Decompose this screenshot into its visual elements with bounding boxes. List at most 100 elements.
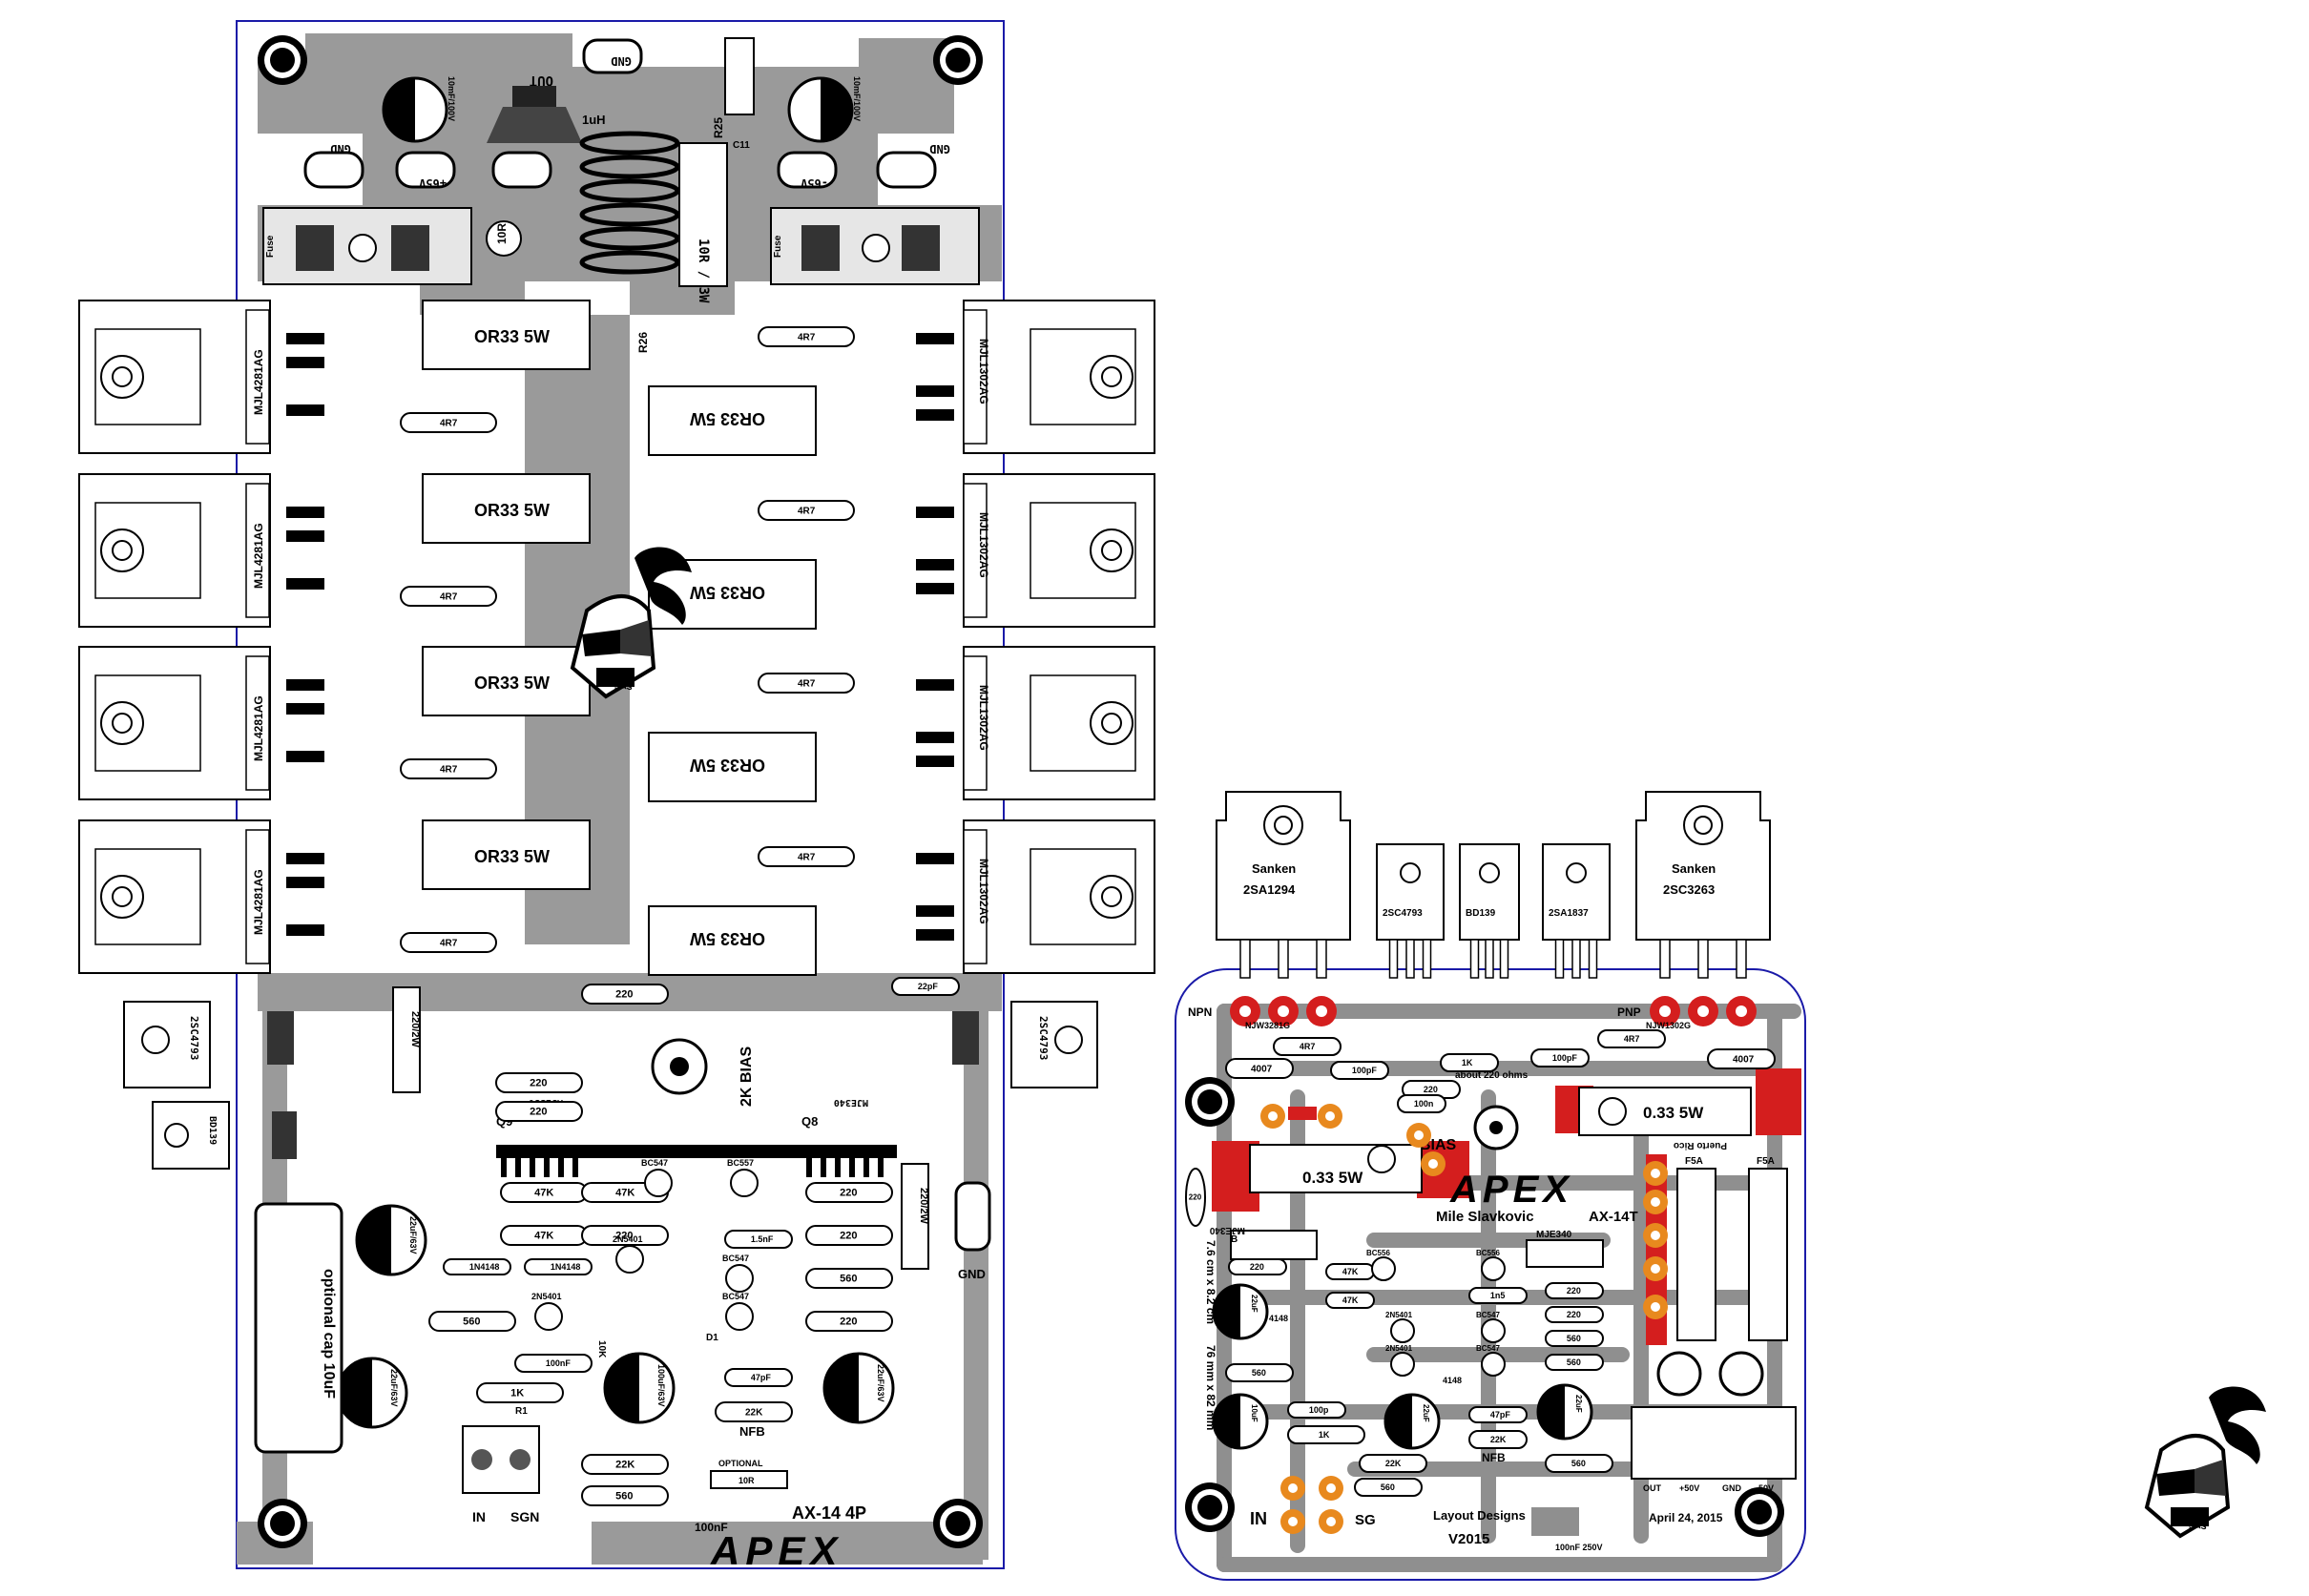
right-small-transistor: BC556 [1476,1249,1506,1281]
rs-1k-label: 1K [1462,1058,1473,1067]
right-small-components: 4R74R72201K100n100pF100pF4007400747K47K2… [1185,1021,1776,1497]
or33-resistor: OR33 5W [422,300,591,370]
rs-220-b: 220 [1545,1282,1604,1299]
right-electrolytic-label: 22uF [1250,1295,1259,1313]
bd139-transistor: BD139 [152,1101,297,1170]
small-transistor-label: BC547 [722,1254,749,1263]
rs-njw-a: NJW3281G [1245,1021,1290,1030]
b-label: B [1231,1234,1238,1245]
r1k: 1K [476,1382,564,1403]
rs-560-a: 560 [1225,1363,1294,1382]
r220-top: 220 [581,984,669,1005]
r47k-a: 47K [500,1182,588,1203]
rs-about: about 220 ohms [1455,1070,1529,1081]
r4r7-left-label: 4R7 [440,938,458,948]
right-small-transistor: 2N5401 [1385,1311,1415,1343]
small-transistor-label: 2N5401 [613,1234,643,1244]
driver-transistor-left: 2SC4793 [123,1001,294,1088]
rs-220-c: 220 [1545,1306,1604,1323]
gnd-tab-label: GND [958,1267,986,1281]
diode-2-label: 1N4148 [551,1262,581,1272]
right-board-cap-note: 100nF 250V [1555,1543,1603,1552]
sanken-2sa1294-part: 2SA1294 [1243,882,1296,897]
rs-4r7-a: 4R7 [1273,1037,1342,1056]
rs-4r7-a-label: 4R7 [1300,1042,1316,1051]
right-small-transistor-label: 2N5401 [1385,1344,1413,1353]
r4r7-right-label: 4R7 [798,852,816,862]
r220-2w-right-label: 220/2W [918,1188,929,1225]
rs-22k: 22K [1359,1454,1427,1473]
rs-47k-b-label: 47K [1342,1295,1359,1305]
rs-560-c: 560 [1545,1330,1604,1347]
r4r7-left: 4R7 [400,412,497,433]
f5a-right: F5A [1757,1156,1775,1167]
or33-label: OR33 5W [690,756,765,775]
r10k-label: 10K [596,1340,607,1358]
small-transistor: BC557 [727,1158,759,1197]
cap-47pf-label: 47pF [751,1373,772,1382]
power-transistor-pnp: MJL1302AG [916,473,1155,628]
conn-gnd-label: GND [1722,1483,1742,1493]
r1-label: R1 [515,1406,528,1417]
output-coil [579,131,680,275]
r220-top-label: 220 [615,989,633,1001]
r4r7-right: 4R7 [758,500,855,521]
npn-right: NPN [1188,1005,1212,1019]
small-transistor-label: 2N5401 [531,1292,562,1301]
electrolytic-label: 22uF/63V [389,1369,399,1407]
gnd-terminal-left: GND [330,142,351,155]
r220-q9b: 220 [495,1101,583,1122]
pnp-label: MJL1302AG [977,685,990,751]
puerto-rico-label: Puerto Rico [1674,1140,1727,1150]
right-electrolytic: 10uF [1212,1393,1269,1450]
d1-label: D1 [706,1333,718,1343]
fuse-label-left: Fuse [265,235,276,258]
minus65-terminal: -65V [801,176,828,190]
rs-560-d: 560 [1545,1354,1604,1371]
rs-22k-b: 22K [1468,1430,1528,1449]
electrolytic-label: 22uF/63V [408,1216,418,1254]
r560-b-label: 560 [463,1316,480,1328]
or33-resistor: OR33 5W [422,819,591,890]
rs-22k-b-label: 22K [1490,1435,1507,1444]
conn-p50v-label: +50V [1679,1483,1699,1493]
sgn-label: SGN [510,1509,539,1524]
r220-e: 220 [805,1311,893,1332]
r560-a-label: 560 [840,1274,857,1285]
npn-label: MJL4281AG [252,523,265,589]
pnp-right: PNP [1617,1005,1641,1019]
power-connector: OUT +50V GND -50V [1631,1406,1797,1493]
small-2sc4793-part: 2SC4793 [1383,908,1423,919]
r10r-label: 10R [495,223,509,244]
r220-e-label: 220 [840,1316,857,1328]
r220-2w-left: 220/2W [392,986,421,1093]
r560-c: 560 [581,1485,669,1506]
rs-220-b-label: 220 [1567,1286,1581,1295]
r220-d: 220 [805,1225,893,1246]
or33-label: OR33 5W [690,929,765,948]
or33-resistor-left: 0.33 5W [1249,1144,1423,1193]
r1k-label: 1K [510,1388,524,1399]
rs-560-b-label: 560 [1381,1482,1395,1492]
rs-1k: 1K [1440,1053,1499,1072]
right-in-label: IN [1250,1509,1267,1528]
cap-100nf: 100nF [514,1354,593,1373]
rs-100pf-label: 100pF [1352,1066,1378,1075]
input-terminal [462,1425,540,1494]
driver-left-label: 2SC4793 [188,1016,200,1060]
right-small-transistor-label: BC547 [1476,1311,1500,1319]
heatsink-bar [496,1145,897,1158]
or33-resistor-right: 0.33 5W Puerto Rico [1578,1087,1752,1150]
diode-1-label: 1N4148 [469,1262,500,1272]
pnp-label: MJL1302AG [977,512,990,578]
or33-label: OR33 5W [690,583,765,602]
rs-1k-b-label: 1K [1319,1430,1330,1440]
r47k-c: 47K [500,1225,588,1246]
r25-label: R25 [712,117,725,138]
transistor-pad [1726,996,1757,1026]
nfb-label: NFB [739,1424,765,1439]
